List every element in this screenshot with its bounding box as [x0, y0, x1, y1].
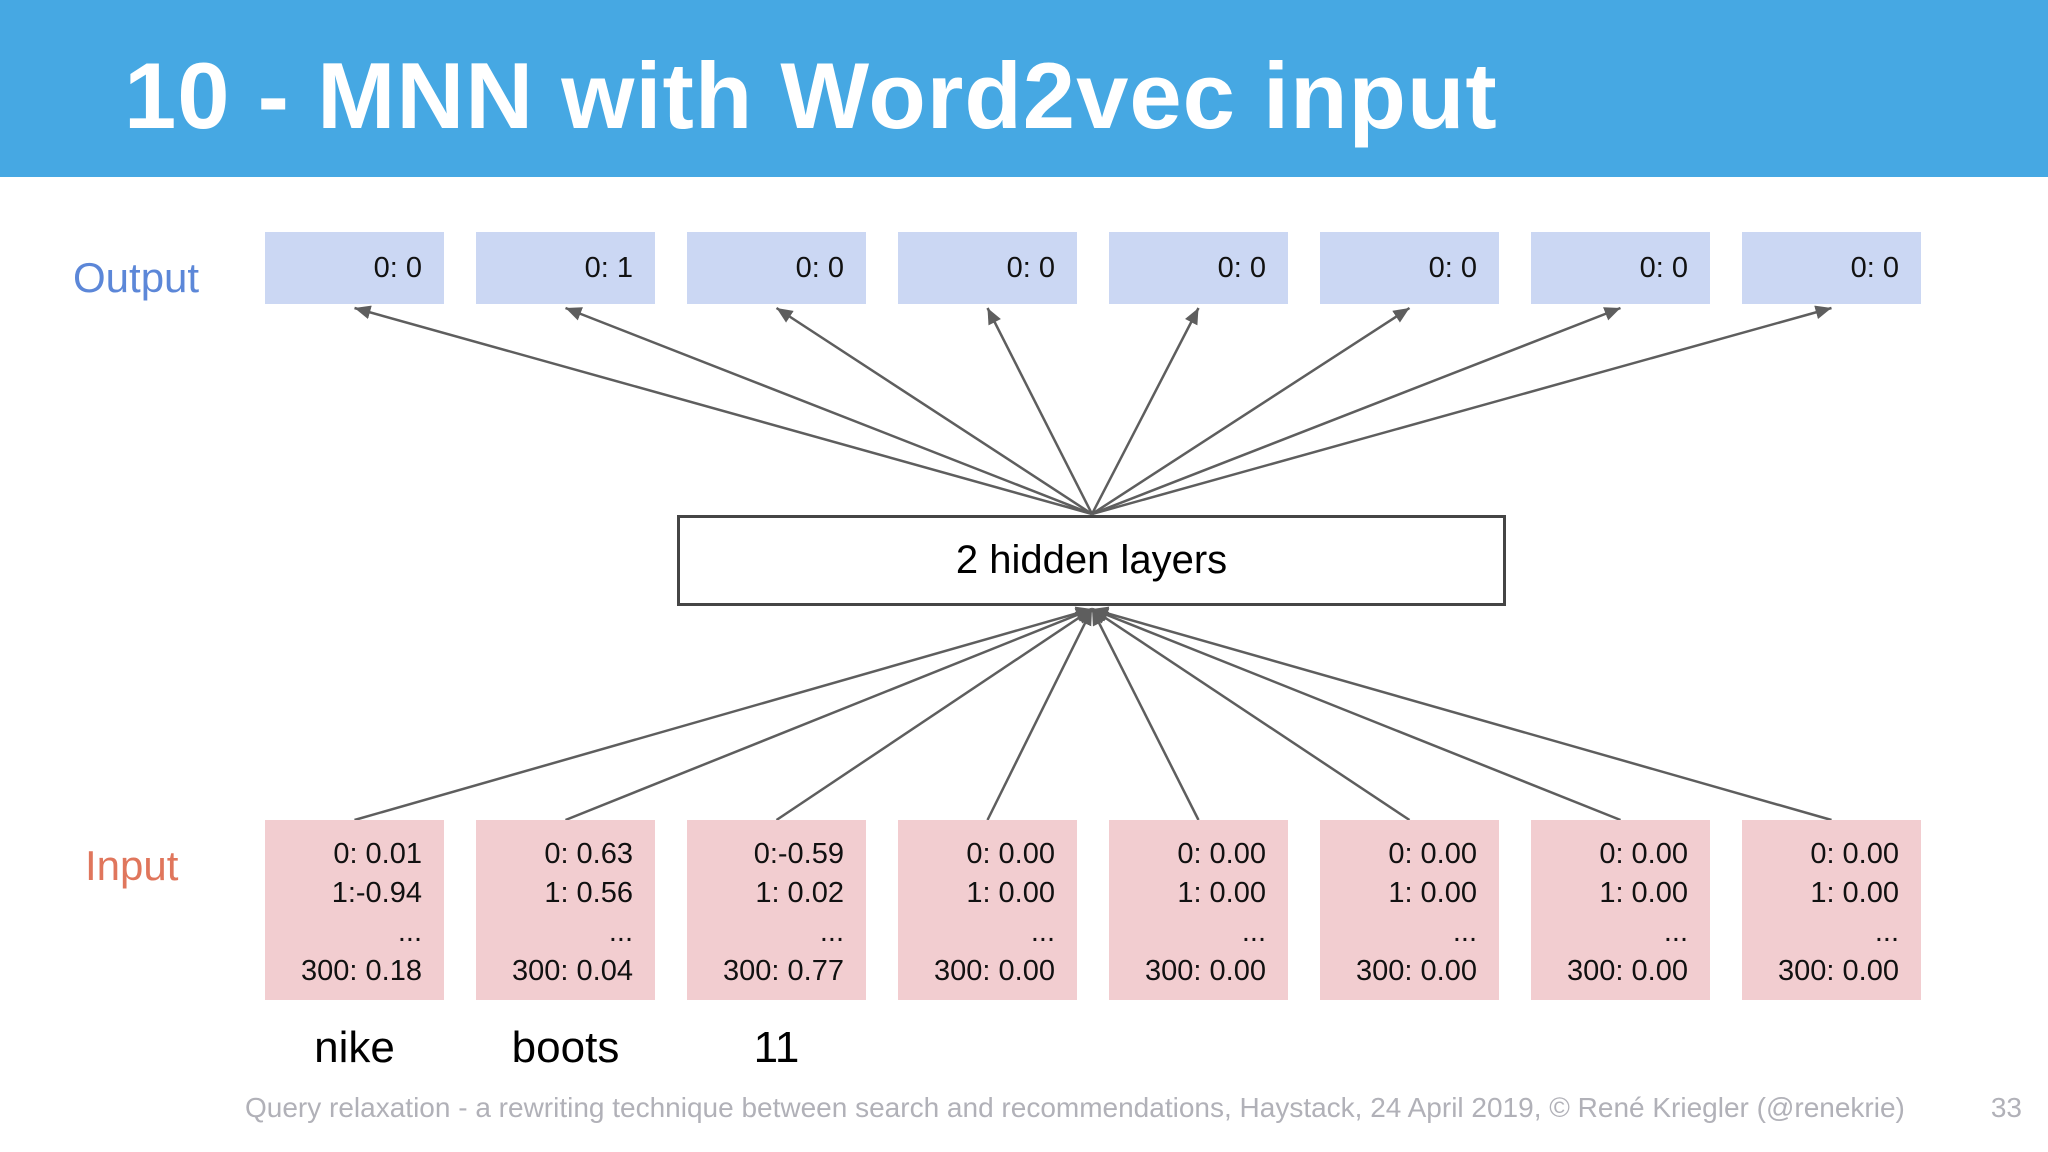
input-box-line: 1: 0.00: [1599, 877, 1688, 909]
input-box-line: 300: 0.00: [1356, 955, 1477, 987]
output-box: 0: 0: [265, 232, 444, 304]
input-box: 0: 0.00 1: 0.00... 300: 0.00: [898, 820, 1077, 1000]
input-box: 0: 0.00 1: 0.00... 300: 0.00: [1320, 820, 1499, 1000]
arrow-input-to-hidden: [565, 607, 1093, 822]
page-number: 33: [1990, 1092, 2022, 1123]
output-box: 0: 0: [1531, 232, 1710, 304]
input-box: 0: 0.00 1: 0.00... 300: 0.00: [1109, 820, 1288, 1000]
input-box-line: ...: [1452, 916, 1477, 948]
input-box-line: 300: 0.00: [1145, 955, 1266, 987]
arrow-hidden-to-output: [1091, 305, 1832, 516]
output-box: 0: 1: [476, 232, 655, 304]
hidden-layers-label: 2 hidden layers: [955, 538, 1228, 582]
input-box-line: ...: [1241, 916, 1266, 948]
hidden-layers-box: 2 hidden layers: [677, 515, 1506, 606]
output-box: 0: 0: [898, 232, 1077, 304]
arrow-hidden-to-output: [1090, 307, 1200, 515]
output-box: 0: 0: [1320, 232, 1499, 304]
input-word-label: boots: [511, 1023, 620, 1072]
input-box-line: 1: 0.02: [755, 877, 844, 909]
input-box-line: 300: 0.18: [301, 955, 422, 987]
slide-header: 10 - MNN with Word2vec input: [0, 0, 2048, 177]
input-box-line: 0: 0.00: [966, 838, 1055, 870]
input-box-line: 0: 0.00: [1177, 838, 1266, 870]
arrow-input-to-hidden: [1091, 607, 1621, 822]
input-box-line: 0: 0.63: [544, 838, 633, 870]
arrow-input-to-hidden: [775, 607, 1093, 822]
arrow-input-to-hidden: [1091, 607, 1411, 822]
input-box-line: 300: 0.00: [934, 955, 1055, 987]
input-box-line: 1: 0.00: [1177, 877, 1266, 909]
slide-footer: Query relaxation - a rewriting technique…: [0, 1092, 2048, 1132]
input-box-line: 1:-0.94: [331, 877, 422, 909]
input-box-line: ...: [397, 916, 422, 948]
output-box: 0: 0: [1742, 232, 1921, 304]
arrow-hidden-to-output: [1091, 306, 1621, 516]
output-box: 0: 0: [1109, 232, 1288, 304]
input-box: 0: 0.00 1: 0.00... 300: 0.00: [1742, 820, 1921, 1000]
input-box-line: ...: [1663, 916, 1688, 948]
input-box-line: 300: 0.00: [1778, 955, 1899, 987]
input-box-line: 0: 0.00: [1599, 838, 1688, 870]
arrow-hidden-to-output: [775, 306, 1093, 516]
input-box-line: ...: [1030, 916, 1055, 948]
input-box: 0: 0.63 1: 0.56... 300: 0.04: [476, 820, 655, 1000]
arrow-input-to-hidden: [986, 608, 1094, 821]
input-row-label: Input: [85, 842, 179, 889]
input-box-line: ...: [608, 916, 633, 948]
input-box-line: 300: 0.77: [723, 955, 844, 987]
arrow-hidden-to-output: [354, 305, 1093, 516]
footer-citation: Query relaxation - a rewriting technique…: [245, 1092, 1905, 1123]
input-box-line: 1: 0.00: [966, 877, 1055, 909]
input-box-line: 0: 0.00: [1810, 838, 1899, 870]
input-box-line: 300: 0.00: [1567, 955, 1688, 987]
arrow-input-to-hidden: [354, 606, 1093, 822]
input-box-line: ...: [819, 916, 844, 948]
arrow-hidden-to-output: [986, 307, 1094, 515]
output-box: 0: 0: [687, 232, 866, 304]
input-box: 0: 0.00 1: 0.00... 300: 0.00: [1531, 820, 1710, 1000]
input-box-line: 0:-0.59: [753, 838, 844, 870]
input-box-line: 0: 0.00: [1388, 838, 1477, 870]
input-box-line: 1: 0.00: [1388, 877, 1477, 909]
arrow-input-to-hidden: [1090, 608, 1200, 821]
arrow-input-to-hidden: [1091, 606, 1832, 822]
input-word-label: nike: [314, 1023, 395, 1072]
input-box: 0:-0.59 1: 0.02... 300: 0.77: [687, 820, 866, 1000]
input-box-line: 0: 0.01: [333, 838, 422, 870]
input-box: 0: 0.01 1:-0.94... 300: 0.18: [265, 820, 444, 1000]
arrow-hidden-to-output: [1091, 306, 1411, 516]
input-word-label: 11: [753, 1023, 800, 1072]
arrow-hidden-to-output: [565, 306, 1093, 516]
input-box-line: 300: 0.04: [512, 955, 633, 987]
input-box-line: ...: [1874, 916, 1899, 948]
slide-title: 10 - MNN with Word2vec input: [124, 42, 1498, 148]
input-box-line: 1: 0.56: [544, 877, 633, 909]
input-box-line: 1: 0.00: [1810, 877, 1899, 909]
output-row-label: Output: [73, 254, 200, 301]
